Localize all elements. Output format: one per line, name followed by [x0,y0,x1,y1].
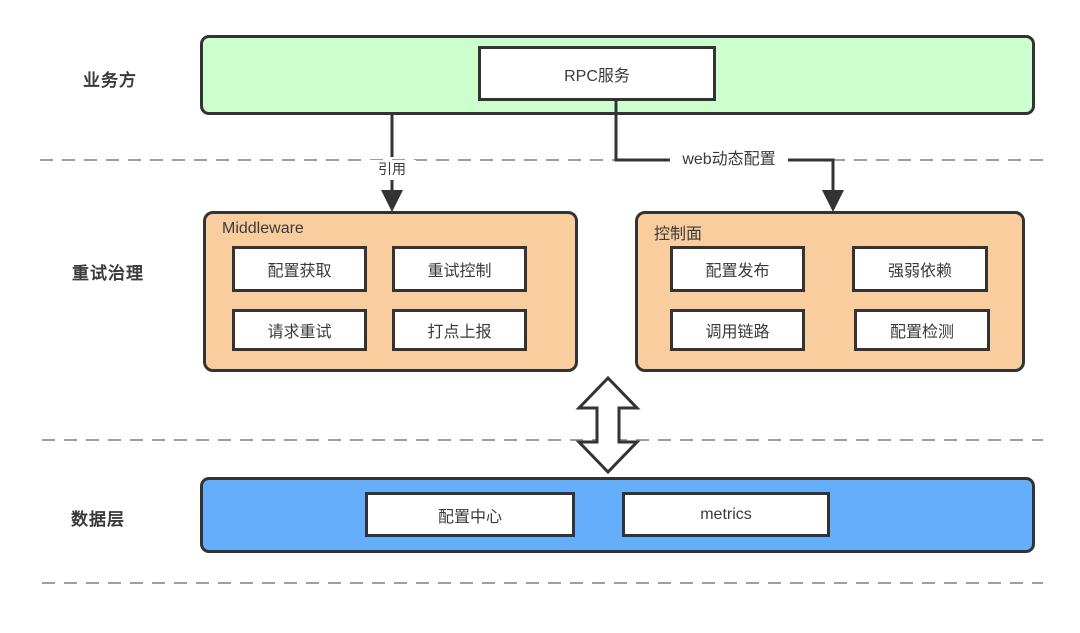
node-config-publish-label: 配置发布 [705,263,770,280]
node-rpc-service-label: RPC服务 [564,67,630,85]
node-config-publish: 配置发布 [670,246,805,292]
row-label-retry: 重试治理 [72,264,144,283]
node-config-fetch: 配置获取 [232,246,367,292]
node-strong-weak-dependency-label: 强弱依赖 [887,263,952,280]
control-plane-panel-title: 控制面 [654,226,703,243]
node-config-center: 配置中心 [365,492,575,537]
node-call-chain-label: 调用链路 [705,324,770,341]
node-metrics-report: 打点上报 [392,309,527,351]
node-metrics-store-label: metrics [700,505,752,523]
node-metrics-store: metrics [622,492,830,537]
node-request-retry-label: 请求重试 [267,324,332,341]
node-rpc-service: RPC服务 [478,46,716,101]
node-config-check-label: 配置检测 [889,324,954,341]
node-retry-control: 重试控制 [392,246,527,292]
node-strong-weak-dependency: 强弱依赖 [852,246,988,292]
middleware-panel-title: Middleware [222,220,304,237]
node-call-chain: 调用链路 [670,309,805,351]
row-label-business: 业务方 [83,71,137,90]
edge-label-reference: 引用 [368,160,416,178]
node-retry-control-label: 重试控制 [427,263,492,280]
node-config-check: 配置检测 [854,309,990,351]
node-metrics-report-label: 打点上报 [427,324,492,341]
row-label-data: 数据层 [71,510,125,529]
node-config-center-label: 配置中心 [437,508,502,526]
edge-label-webconfig: web动态配置 [670,149,788,170]
node-config-fetch-label: 配置获取 [267,263,332,280]
data-layer-box [200,477,1035,553]
node-request-retry: 请求重试 [232,309,367,351]
